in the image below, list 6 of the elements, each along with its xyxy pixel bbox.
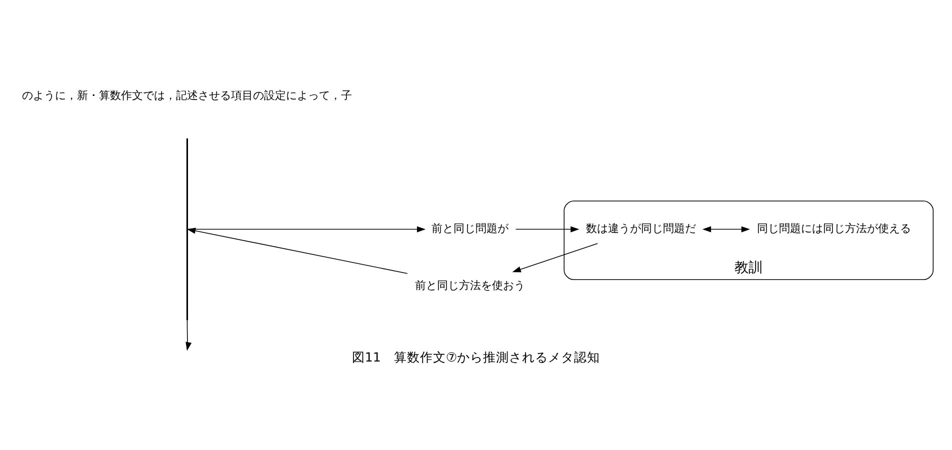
caption: 図11 算数作文⑦から推測されるメタ認知 bbox=[352, 349, 600, 364]
label: のように，新・算数作文では，記述させる項目の設定によって，子 bbox=[22, 88, 352, 102]
node-text: 数は違うが同じ問題だ bbox=[586, 222, 696, 235]
node-text: 前と同じ問題が bbox=[432, 222, 509, 235]
node-text: 同じ問題には同じ方法が使える bbox=[757, 222, 912, 235]
node-text: 前と同じ方法を使おう bbox=[415, 278, 526, 292]
